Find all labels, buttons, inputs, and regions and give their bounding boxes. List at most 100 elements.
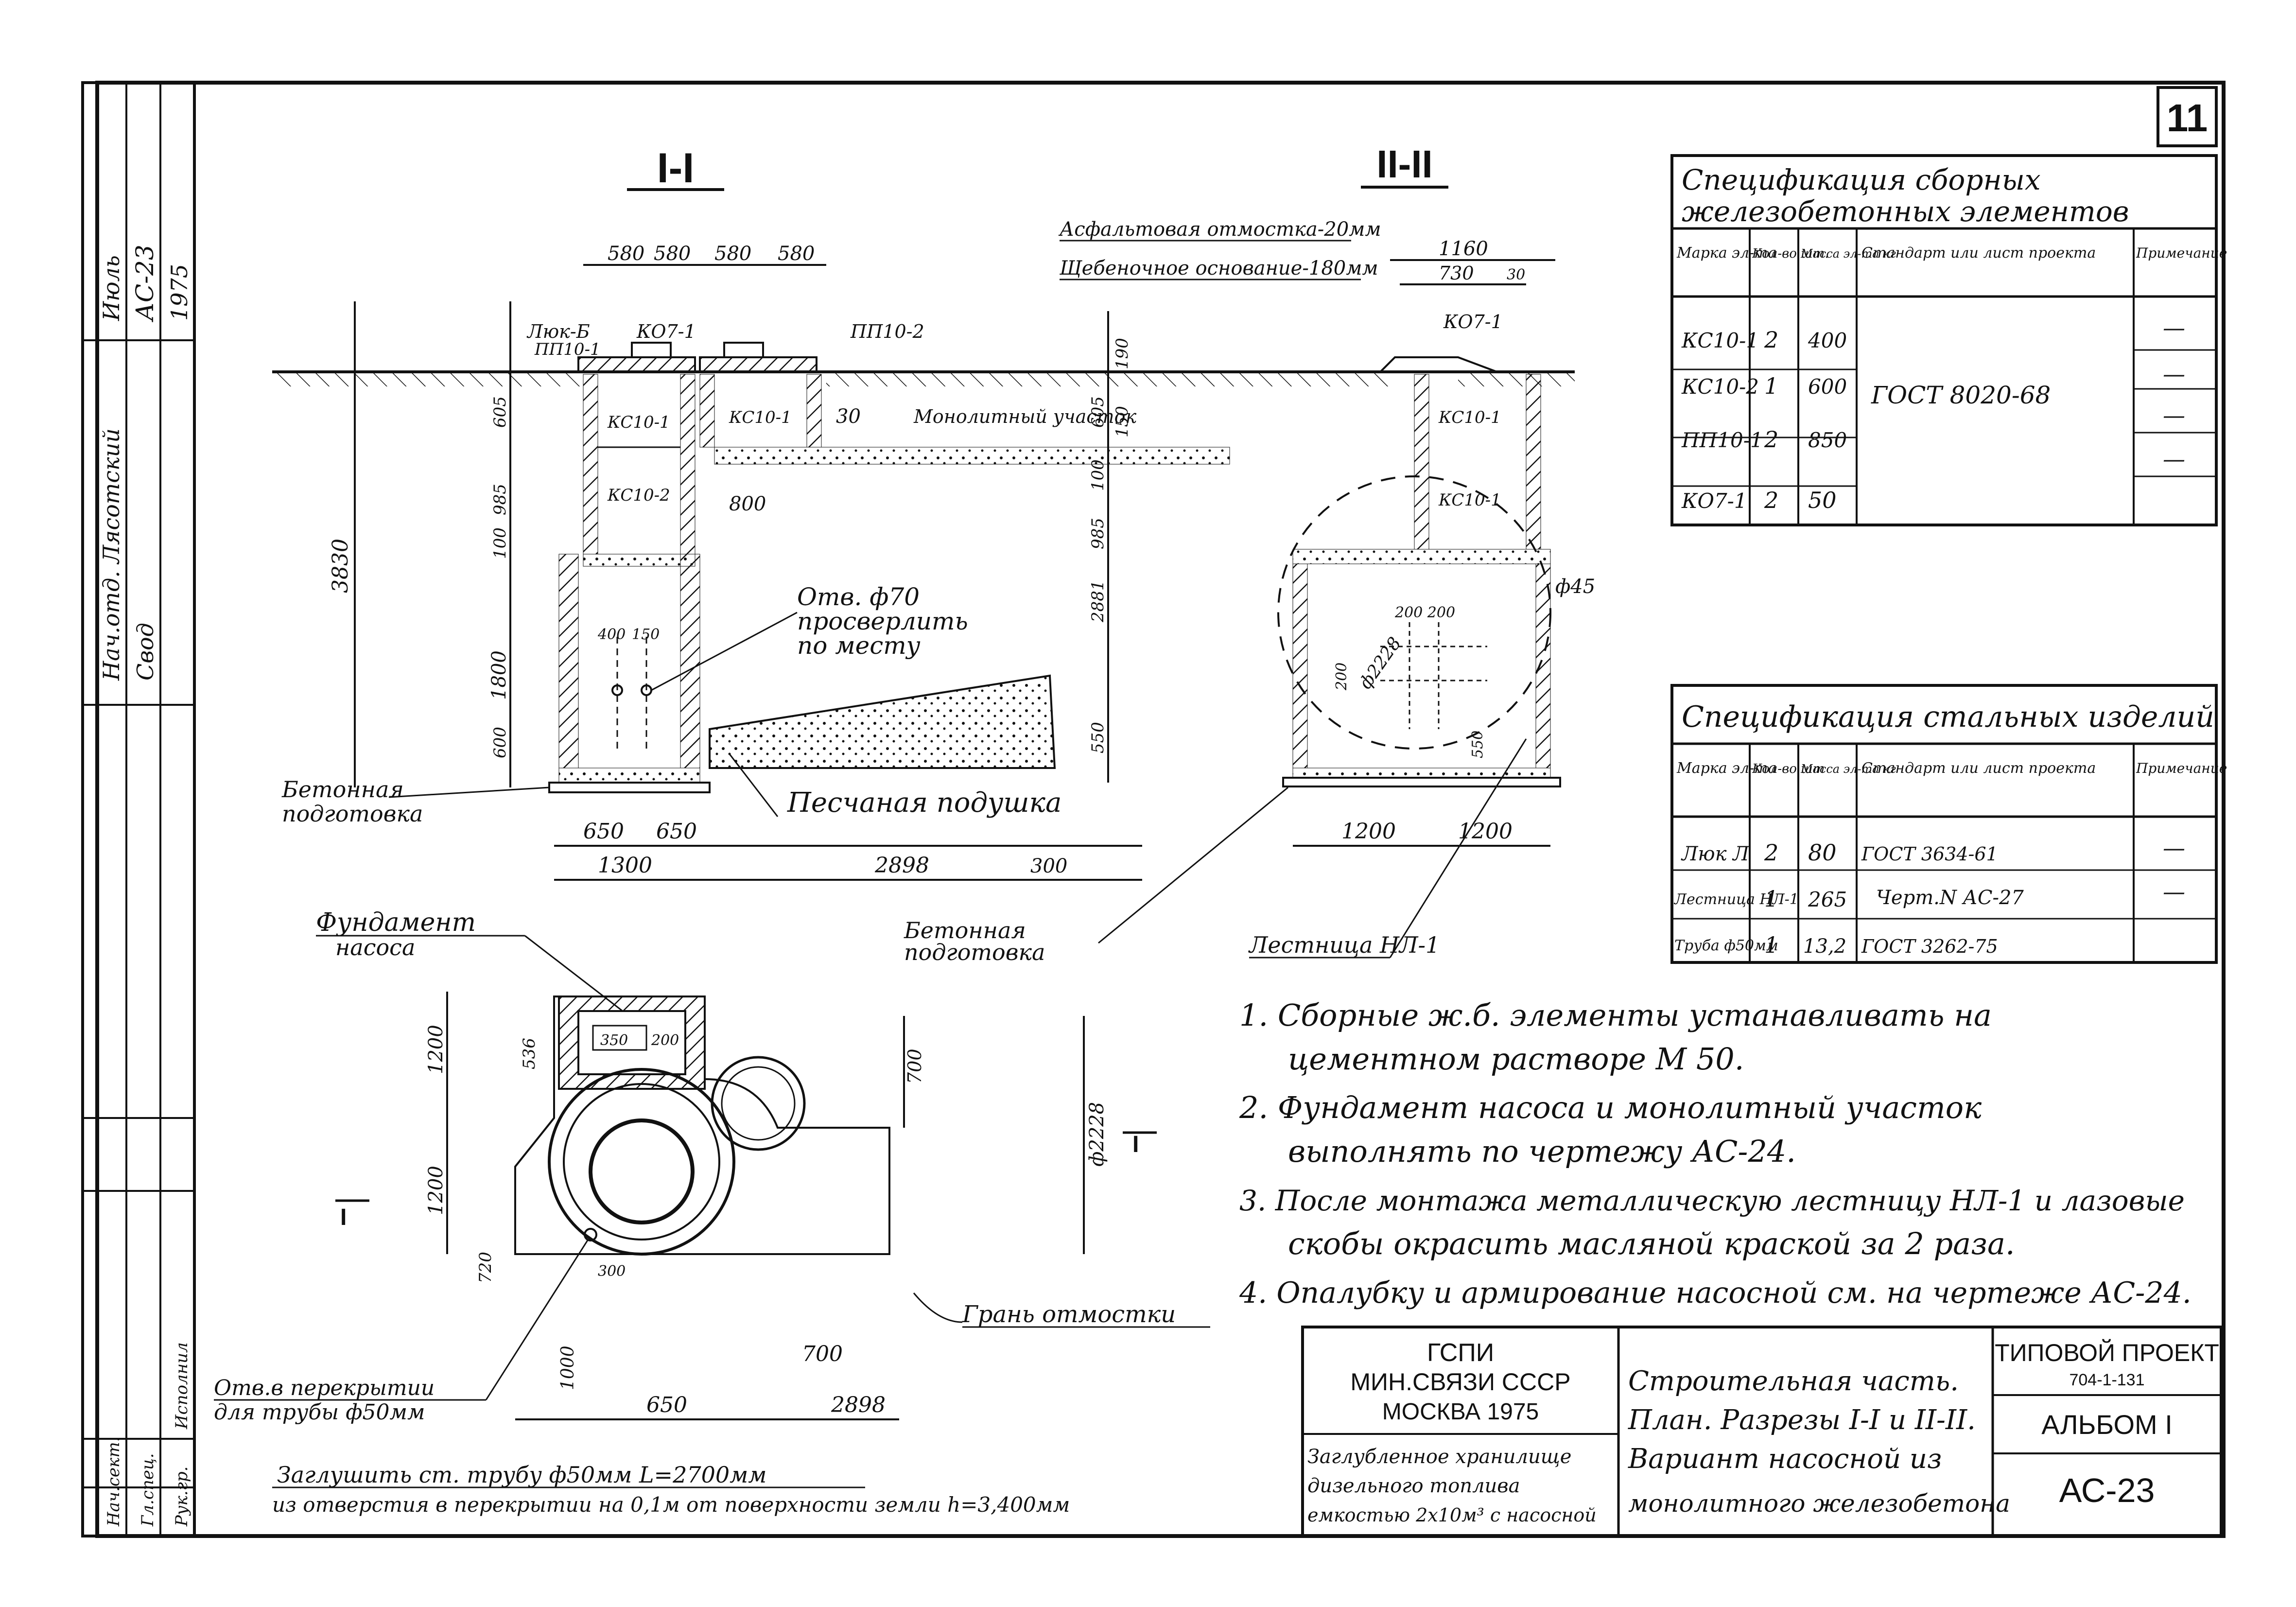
svg-text:Труба ф50мм: Труба ф50мм [1674,937,1778,954]
svg-text:400: 400 [1808,329,1847,352]
svg-text:Кол-во шт.: Кол-во шт. [1752,246,1829,261]
spec-rc-table: Спецификация сборных железобетонных элем… [1670,154,2227,526]
svg-text:300: 300 [598,1263,626,1280]
svg-text:Исполнил: Исполнил [172,1342,191,1430]
svg-text:ПП10-2: ПП10-2 [850,321,924,342]
svg-text:подготовка: подготовка [904,939,1045,965]
svg-text:265: 265 [1808,888,1847,911]
svg-text:1: 1 [1764,932,1778,958]
svg-text:1: 1 [1764,886,1778,912]
svg-text:ГОСТ 3262-75: ГОСТ 3262-75 [1861,936,1998,957]
svg-text:30: 30 [1507,266,1525,283]
svg-text:700: 700 [802,1342,843,1366]
svg-text:Кол-во шт: Кол-во шт [1752,762,1825,776]
svg-text:Заглубленное хранилище: Заглубленное хранилище [1307,1446,1571,1468]
svg-text:дизельного топлива: дизельного топлива [1307,1475,1520,1497]
svg-text:ф2228: ф2228 [1086,1102,1108,1167]
svg-text:50: 50 [1808,487,1837,513]
svg-text:Масса эл-та кг: Масса эл-та кг [1800,247,1896,261]
svg-text:Стандарт или лист проекта: Стандарт или лист проекта [1861,245,2096,262]
svg-text:КО7-1: КО7-1 [1681,489,1747,513]
svg-text:АЛЬБОМ I: АЛЬБОМ I [2041,1409,2173,1440]
svg-text:Рук.гр.: Рук.гр. [172,1467,191,1527]
svg-text:Гл.спец.: Гл.спец. [138,1453,157,1527]
svg-text:скобы окрасить масляной краско: скобы окрасить масляной краской за 2 раз… [1288,1226,2015,1261]
svg-text:200 200: 200 200 [1394,604,1455,621]
svg-text:Бетонная: Бетонная [281,776,404,803]
svg-text:3830: 3830 [328,539,353,593]
svg-text:цементном растворе М 50.: цементном растворе М 50. [1288,1041,1744,1077]
svg-text:Нач.сект.: Нач.сект. [104,1437,123,1527]
title-block: ГСПИ МИН.СВЯЗИ СССР МОСКВА 1975 Заглубле… [1301,1326,2223,1537]
svg-text:200: 200 [1333,663,1350,691]
svg-text:Марка эл-та: Марка эл-та [1676,760,1777,777]
svg-text:Асфальтовая отмостка-20мм: Асфальтовая отмостка-20мм [1058,218,1381,241]
svg-text:150: 150 [632,626,660,643]
svg-text:Отв.в перекрытии: Отв.в перекрытии [214,1376,435,1400]
svg-text:КС10-2: КС10-2 [607,486,670,505]
svg-text:Строительная часть.: Строительная часть. [1628,1365,1959,1397]
svg-text:ТИПОВОЙ ПРОЕКТ: ТИПОВОЙ ПРОЕКТ [1995,1339,2219,1366]
svg-text:600: 600 [490,727,510,758]
svg-text:Монолитный участок: Монолитный участок [913,406,1136,427]
svg-text:из отверстия в перекрытии на 0: из отверстия в перекрытии на 0,1м от пов… [272,1493,1070,1517]
svg-text:монолитного железобетона: монолитного железобетона [1628,1489,2010,1518]
svg-text:100: 100 [490,527,510,559]
svg-text:I: I [1132,1132,1139,1157]
svg-text:800: 800 [729,493,766,515]
svg-text:ПП10-1: ПП10-1 [534,340,601,359]
svg-text:2881: 2881 [1088,580,1108,623]
svg-text:2: 2 [1764,487,1778,513]
svg-text:2898: 2898 [874,853,929,878]
svg-text:Отв. ф70: Отв. ф70 [797,583,920,611]
side-stamp: Июль Нач.отд. Лясотский АС-23 1975 Свод … [98,245,192,1527]
svg-text:30: 30 [836,405,861,428]
svg-text:1. Сборные ж.б. элементы устан: 1. Сборные ж.б. элементы устанавливать н… [1239,997,1992,1033]
svg-text:Стандарт или лист проекта: Стандарт или лист проекта [1861,760,2096,777]
svg-text:650: 650 [646,1393,687,1417]
svg-text:выполнять по чертежу АС-24.: выполнять по чертежу АС-24. [1288,1134,1796,1169]
svg-text:I: I [340,1205,347,1230]
plan-view: Фундамент насоса 350 200 1200 536 1200 7… [214,908,1210,1517]
svg-text:КС10-1: КС10-1 [1681,329,1759,352]
svg-text:Люк Л: Люк Л [1681,843,1750,865]
svg-text:720: 720 [476,1252,495,1283]
svg-text:КО7-1: КО7-1 [1443,311,1503,332]
spec-steel-table: Спецификация стальных изделий Марка эл-т… [1670,684,2227,964]
svg-text:ГОСТ 8020-68: ГОСТ 8020-68 [1871,381,2051,409]
svg-text:Заглушить ст. трубу ф50мм L=2: Заглушить ст. трубу ф50мм L=2700мм [277,1462,766,1488]
svg-text:Масса эл-та кг: Масса эл-та кг [1800,762,1896,776]
svg-text:1: 1 [1764,373,1778,399]
svg-text:550: 550 [1088,722,1108,753]
svg-text:1975: 1975 [166,264,192,321]
svg-text:Песчаная подушка: Песчаная подушка [787,787,1061,819]
svg-text:Щебеночное основание-180мм: Щебеночное основание-180мм [1059,257,1378,279]
svg-text:—: — [2163,402,2185,428]
svg-text:—: — [2163,835,2185,861]
svg-text:Вариант насосной из: Вариант насосной из [1628,1443,1942,1475]
svg-text:1800: 1800 [488,650,510,700]
svg-text:ГСПИ: ГСПИ [1427,1339,1494,1367]
svg-text:3. После монтажа металлическую: 3. После монтажа металлическую лестницу … [1239,1184,2185,1217]
svg-text:100: 100 [1088,459,1108,491]
svg-text:2: 2 [1764,327,1778,353]
svg-text:605: 605 [490,396,510,428]
svg-text:580: 580 [654,243,691,265]
svg-text:Лестница НЛ-1: Лестница НЛ-1 [1673,891,1799,908]
svg-text:4. Опалубку и армирование насо: 4. Опалубку и армирование насосной см. н… [1239,1276,2192,1310]
svg-text:КС10-1: КС10-1 [607,413,670,432]
svg-text:1200: 1200 [425,1025,447,1074]
svg-text:ГОСТ 3634-61: ГОСТ 3634-61 [1861,843,1998,865]
svg-text:2: 2 [1764,426,1778,453]
svg-text:700: 700 [904,1048,925,1084]
svg-text:350: 350 [600,1032,628,1049]
svg-text:Спецификация стальных изделий: Спецификация стальных изделий [1682,700,2214,734]
svg-text:1300: 1300 [598,853,652,878]
svg-text:600: 600 [1808,375,1847,399]
svg-text:Нач.отд. Лясотский: Нач.отд. Лясотский [98,428,124,681]
svg-text:1200: 1200 [1341,819,1396,844]
svg-text:605: 605 [1088,396,1108,428]
svg-text:Примечание: Примечание [2136,245,2227,261]
svg-text:для трубы ф50мм: для трубы ф50мм [214,1400,425,1425]
